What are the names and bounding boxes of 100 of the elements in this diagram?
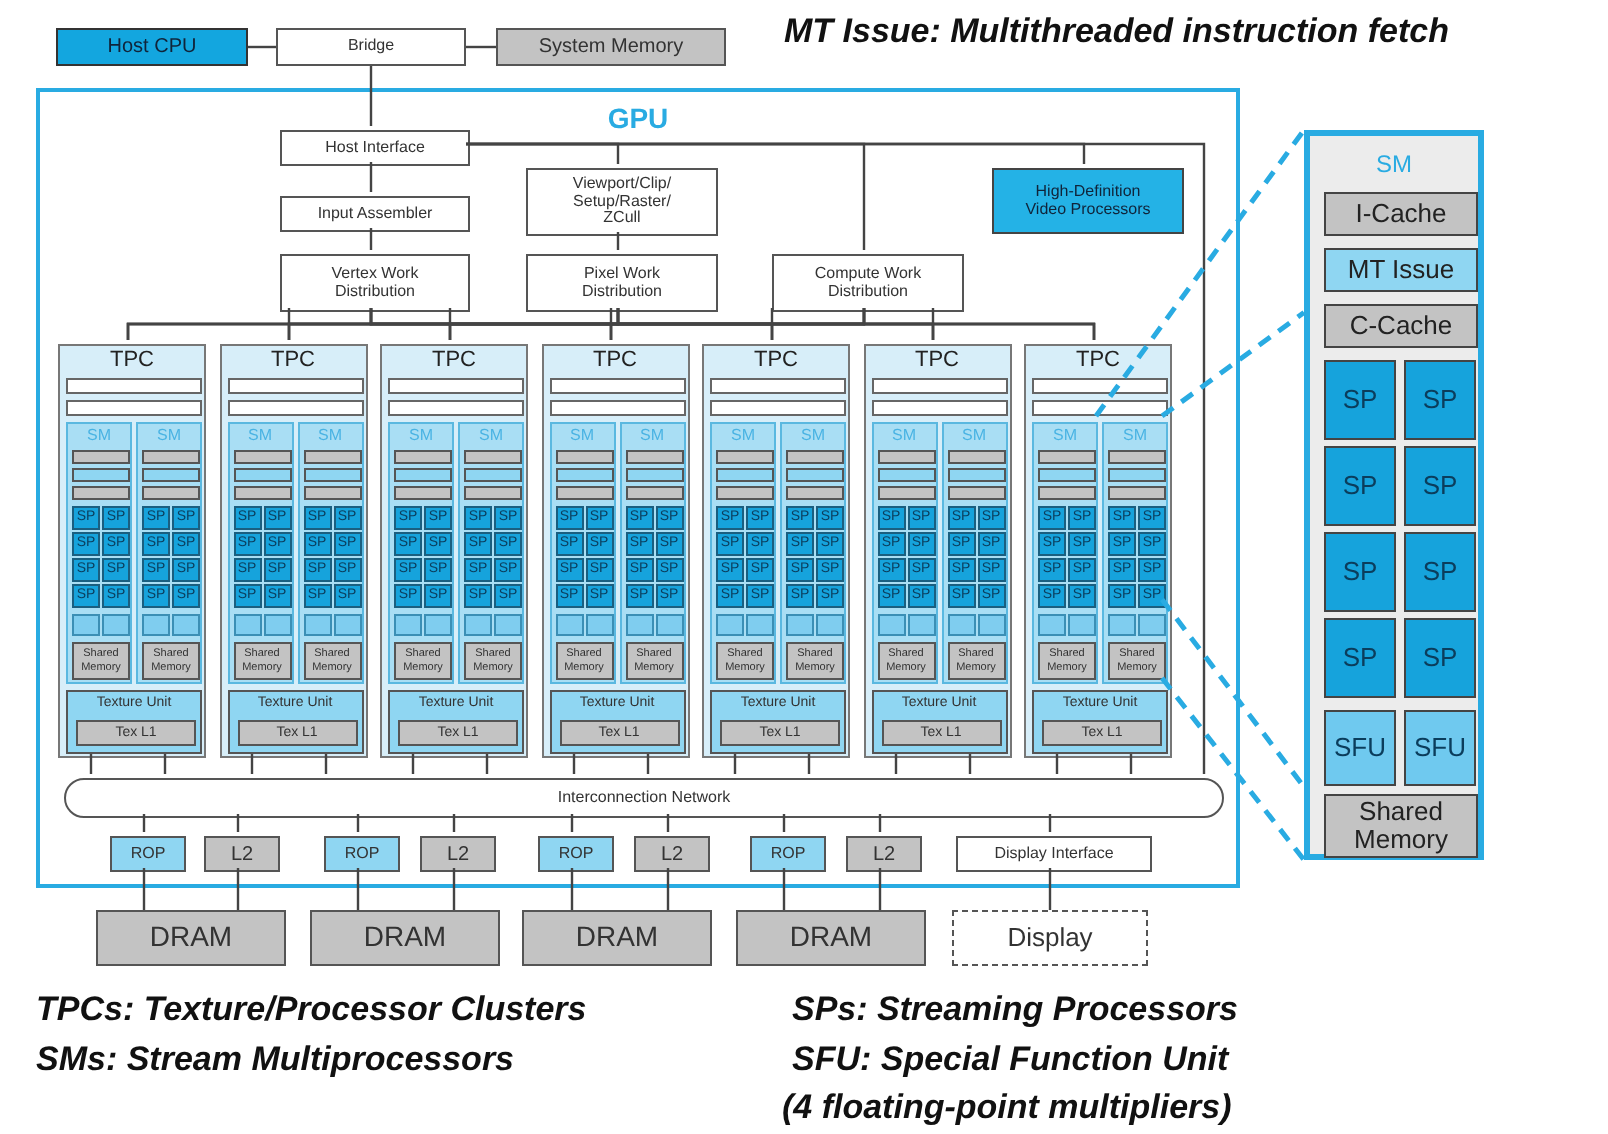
connector-line — [572, 754, 576, 774]
multiprocessor-panel — [458, 422, 524, 684]
unit-bar — [877, 450, 935, 464]
panel-title: SM — [960, 428, 988, 444]
component-box: System Memory — [496, 28, 726, 66]
dashed-line — [1160, 676, 1306, 862]
connector-line — [142, 814, 146, 832]
texture-unit-panel — [549, 690, 685, 754]
connector-line — [369, 162, 373, 192]
unit-bar — [464, 486, 522, 500]
connector-line — [1048, 868, 1052, 910]
unit-bar — [394, 450, 452, 464]
unit-bar — [394, 486, 452, 500]
unit-bar — [710, 378, 846, 394]
unit-slot — [142, 614, 170, 636]
unit-bar — [947, 450, 1005, 464]
dashed-line — [1160, 597, 1306, 789]
multiprocessor-panel — [941, 422, 1007, 684]
connector-line — [89, 754, 93, 774]
unit-bar — [786, 468, 844, 482]
unit-bar — [710, 400, 846, 416]
unit-bar — [303, 450, 361, 464]
unit-slot — [494, 614, 522, 636]
component-box: ROP — [750, 836, 826, 872]
component-box: Compute Work Distribution — [772, 254, 964, 312]
component-box: L2 — [420, 836, 496, 872]
connector-line — [878, 814, 882, 832]
connector-line — [616, 232, 620, 250]
connector-line — [666, 868, 670, 910]
cluster-panel — [863, 344, 1011, 758]
unit-slot — [816, 614, 844, 636]
unit-bar — [227, 400, 363, 416]
function-unit-box: SFU — [1404, 710, 1476, 786]
panel-title: SM — [246, 428, 274, 444]
panel-title: SM — [316, 428, 344, 444]
dashed-line — [1093, 128, 1307, 418]
unit-bar — [549, 400, 685, 416]
multiprocessor-panel — [227, 422, 293, 684]
unit-bar — [142, 450, 200, 464]
unit-bar — [394, 468, 452, 482]
connector-line — [248, 45, 276, 49]
connector-line — [894, 754, 898, 774]
unit-slot — [907, 614, 935, 636]
connector-line — [452, 814, 456, 832]
component-box: Vertex Work Distribution — [280, 254, 470, 312]
component-box: Input Assembler — [280, 196, 470, 232]
unit-bar — [786, 486, 844, 500]
connector-line — [862, 308, 1096, 340]
unit-slot — [424, 614, 452, 636]
connector-line — [142, 868, 146, 910]
connector-line — [782, 868, 786, 910]
unit-slot — [716, 614, 744, 636]
processor-box: SP — [1324, 618, 1396, 698]
panel-title: TPC — [752, 350, 800, 372]
multiprocessor-panel — [297, 422, 363, 684]
connector-line — [1129, 754, 1133, 774]
memory-box: DRAM — [736, 910, 926, 966]
unit-slot — [977, 614, 1005, 636]
unit-bar — [625, 468, 683, 482]
multiprocessor-panel — [780, 422, 846, 684]
connector-line — [931, 308, 935, 340]
unit-bar — [625, 450, 683, 464]
unit-bar — [947, 468, 1005, 482]
unit-bar — [1108, 486, 1166, 500]
unit-bar — [388, 378, 524, 394]
unit-slot — [786, 614, 814, 636]
unit-bar — [142, 468, 200, 482]
connector-line — [646, 754, 650, 774]
connector-line — [324, 754, 328, 774]
unit-slot — [263, 614, 291, 636]
unit-slot — [394, 614, 422, 636]
cluster-panel — [541, 344, 689, 758]
processor-box: SP — [1324, 532, 1396, 612]
connector-line — [733, 754, 737, 774]
cluster-panel — [219, 344, 367, 758]
panel-title: SM — [729, 428, 757, 444]
unit-bar — [877, 486, 935, 500]
unit-bar — [1038, 486, 1096, 500]
connector-line — [570, 868, 574, 910]
multiprocessor-panel — [619, 422, 685, 684]
cluster-panel — [380, 344, 528, 758]
note-text: TPCs: Texture/Processor Clusters — [36, 990, 587, 1030]
panel-title: SM — [890, 428, 918, 444]
unit-bar — [464, 450, 522, 464]
component-box: Pixel Work Distribution — [526, 254, 718, 312]
unit-bar — [625, 486, 683, 500]
note-text: (4 floating-point multipliers) — [782, 1088, 1232, 1128]
component-box: L2 — [846, 836, 922, 872]
unit-bar — [877, 468, 935, 482]
processor-box: SP — [1324, 360, 1396, 440]
unit-bar — [1032, 400, 1168, 416]
panel-title: SM — [638, 428, 666, 444]
processor-box: SP — [1324, 446, 1396, 526]
unit-bar — [72, 468, 130, 482]
panel-title: SM — [85, 428, 113, 444]
note-text: SFU: Special Function Unit — [792, 1040, 1229, 1080]
note-text: MT Issue: Multithreaded instruction fetch — [784, 12, 1449, 52]
dashed-line — [1160, 310, 1306, 419]
unit-slot — [947, 614, 975, 636]
multiprocessor-panel — [549, 422, 615, 684]
